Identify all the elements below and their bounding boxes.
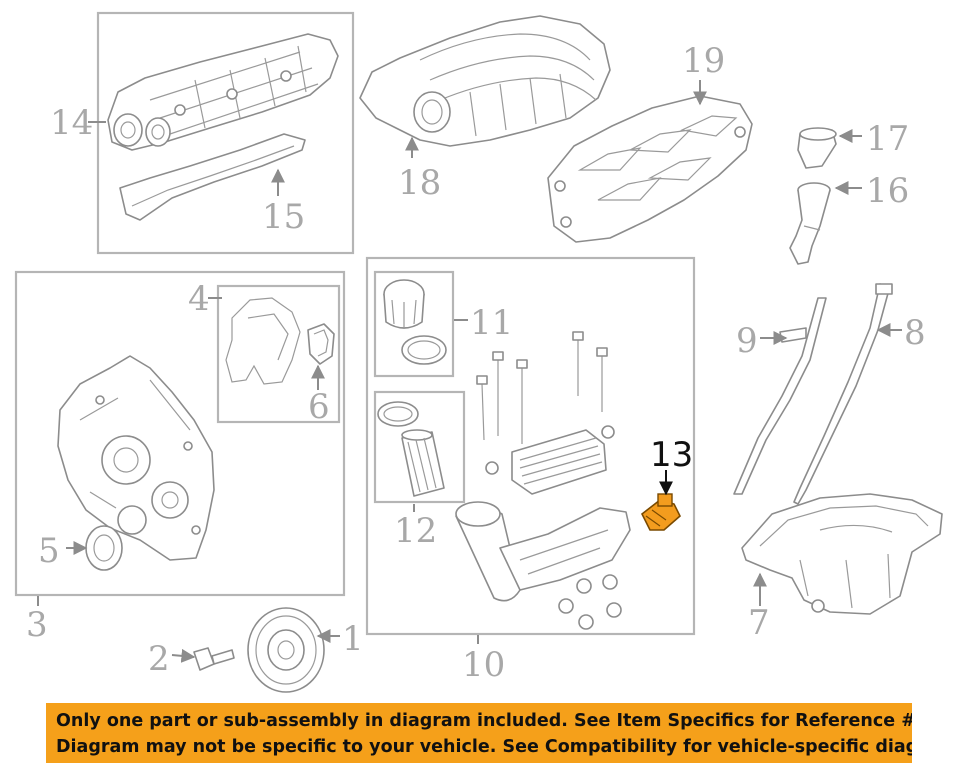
crank-seal-part xyxy=(85,525,123,571)
callout-17: 17 xyxy=(866,119,909,159)
disclaimer-line-1: Only one part or sub-assembly in diagram… xyxy=(56,711,912,731)
group-frame-valve-cover xyxy=(96,11,355,255)
group-frame-timing-gaskets xyxy=(216,284,341,424)
callout-3: 3 xyxy=(26,605,48,645)
timing-cover-gasket-part xyxy=(225,297,301,385)
callout-11: 11 xyxy=(470,303,513,343)
filter-element-part xyxy=(377,401,445,497)
lower-intake-part xyxy=(547,95,753,243)
valve-cover-part xyxy=(107,33,339,151)
small-gasket-part xyxy=(307,323,335,365)
filter-housing-part xyxy=(455,501,631,602)
filter-cap-part xyxy=(383,279,447,365)
disclaimer-line-2: Diagram may not be specific to your vehi… xyxy=(56,737,912,757)
callout-4: 4 xyxy=(188,279,210,319)
timing-cover-part xyxy=(57,355,215,561)
oil-filler-cap-part xyxy=(797,127,837,169)
disclaimer-banner: Only one part or sub-assembly in diagram… xyxy=(46,703,912,763)
housing-nuts-part xyxy=(558,574,622,630)
callout-5: 5 xyxy=(38,531,60,571)
crank-bolt-part xyxy=(193,647,235,671)
group-frame-filter-element xyxy=(373,390,466,504)
intake-manifold-part xyxy=(359,15,611,147)
housing-bolts-part xyxy=(476,331,615,475)
oil-cooler-part xyxy=(511,429,607,495)
valve-cover-gasket-part xyxy=(119,133,306,221)
callout-10: 10 xyxy=(462,645,505,685)
crank-pulley-part xyxy=(247,607,325,693)
group-frame-oil-filter-housing xyxy=(365,256,696,636)
callout-14: 14 xyxy=(50,103,93,143)
group-frame-filter-cap xyxy=(373,270,455,378)
callout-19: 19 xyxy=(682,41,725,81)
callout-15: 15 xyxy=(262,197,305,237)
oil-pan-part xyxy=(741,493,943,615)
callout-6: 6 xyxy=(308,387,330,427)
callout-12: 12 xyxy=(394,511,437,551)
oil-pressure-sensor-part xyxy=(640,493,681,531)
callout-1: 1 xyxy=(342,619,364,659)
group-frame-timing-cover xyxy=(14,270,346,597)
oil-filler-tube-part xyxy=(789,182,831,265)
parts-diagram: 14 15 18 19 17 16 xyxy=(14,11,943,693)
dipstick-part xyxy=(793,283,893,505)
callout-8: 8 xyxy=(904,313,926,353)
leader-2 xyxy=(171,648,196,663)
callout-2: 2 xyxy=(148,639,170,679)
callout-18: 18 xyxy=(398,163,441,203)
callout-7: 7 xyxy=(748,603,770,643)
callout-9: 9 xyxy=(736,321,758,361)
callout-16: 16 xyxy=(866,171,909,211)
callout-13: 13 xyxy=(650,435,693,475)
